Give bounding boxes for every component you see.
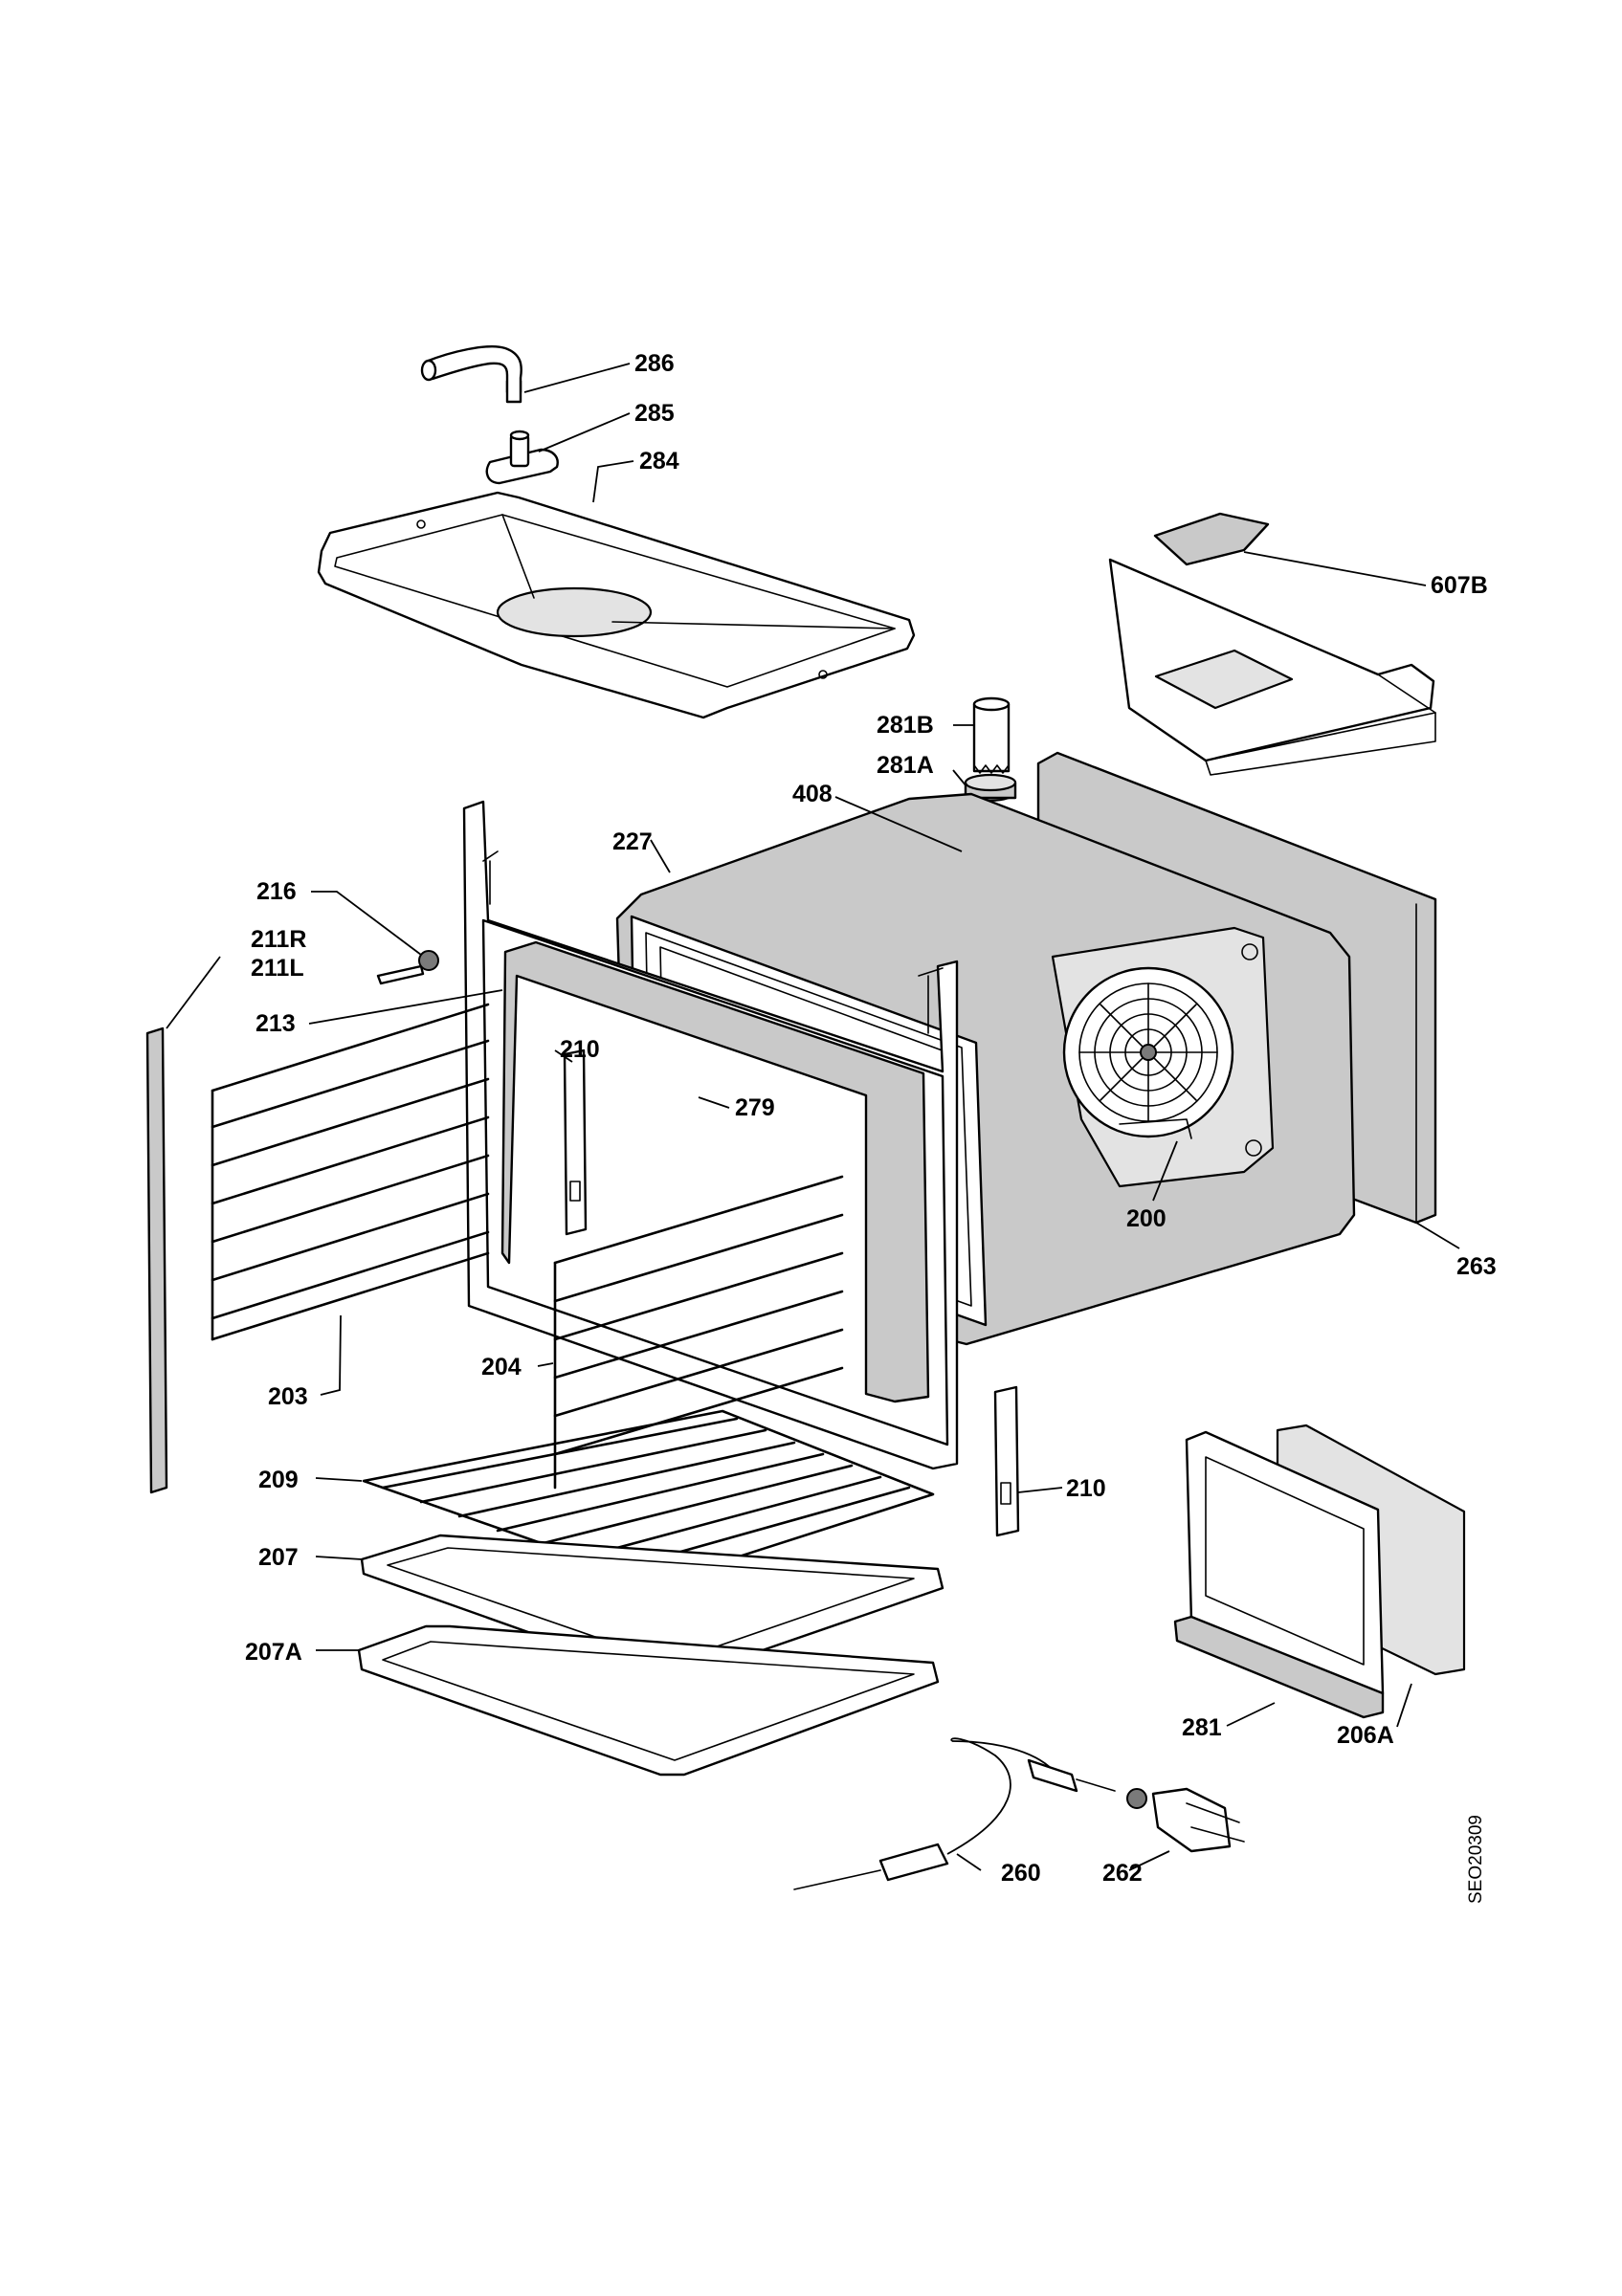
part-211-side-strip <box>145 1027 168 1494</box>
label-607B: 607B <box>1431 572 1488 599</box>
label-210-top: 210 <box>560 1036 600 1063</box>
part-200-fan <box>1051 926 1275 1188</box>
label-213: 213 <box>256 1010 296 1037</box>
label-204: 204 <box>481 1354 522 1380</box>
part-281B-tube <box>972 696 1011 774</box>
part-285-flange <box>485 430 559 485</box>
label-408: 408 <box>792 781 833 807</box>
part-207A-tray <box>357 1624 940 1777</box>
part-204-right-runner <box>553 1175 844 1490</box>
part-203-left-runner <box>211 1003 490 1341</box>
label-286: 286 <box>634 350 675 377</box>
label-211R: 211R <box>251 926 306 953</box>
label-262: 262 <box>1102 1860 1143 1887</box>
part-281A-ring <box>964 773 1017 802</box>
label-203: 203 <box>268 1383 308 1410</box>
part-210-bracket-b <box>993 1385 1020 1537</box>
label-285: 285 <box>634 400 675 427</box>
part-607B-cover <box>1108 512 1436 776</box>
part-262-socket <box>1027 1758 1245 1853</box>
part-labels: 286 285 284 607B 281B 281A 408 227 216 2… <box>245 350 1497 1904</box>
label-216: 216 <box>256 878 297 905</box>
part-286-pipe <box>420 344 522 404</box>
part-284-top-plate <box>317 491 916 719</box>
part-207-tray <box>360 1534 944 1681</box>
label-200: 200 <box>1126 1205 1167 1232</box>
label-279: 279 <box>735 1094 775 1121</box>
leader-lines <box>166 363 1460 1871</box>
drawing-code: SEO20309 <box>1466 1815 1486 1904</box>
label-281: 281 <box>1182 1714 1222 1741</box>
part-210-bracket-a <box>563 1049 588 1236</box>
label-207A: 207A <box>245 1639 302 1666</box>
label-263: 263 <box>1456 1253 1497 1280</box>
label-260: 260 <box>1001 1860 1041 1887</box>
part-213-front-frame <box>462 800 959 1470</box>
label-211L: 211L <box>251 955 304 982</box>
part-260-probe <box>793 1737 1054 1890</box>
label-207: 207 <box>258 1544 299 1571</box>
part-216-screw <box>376 950 439 985</box>
label-281A: 281A <box>877 752 934 779</box>
label-227: 227 <box>612 828 653 855</box>
label-209: 209 <box>258 1467 299 1493</box>
part-281-door <box>1173 1430 1385 1719</box>
label-210-bottom: 210 <box>1066 1475 1106 1502</box>
label-281B: 281B <box>877 712 934 739</box>
label-284: 284 <box>639 448 679 475</box>
label-206A: 206A <box>1337 1722 1394 1749</box>
